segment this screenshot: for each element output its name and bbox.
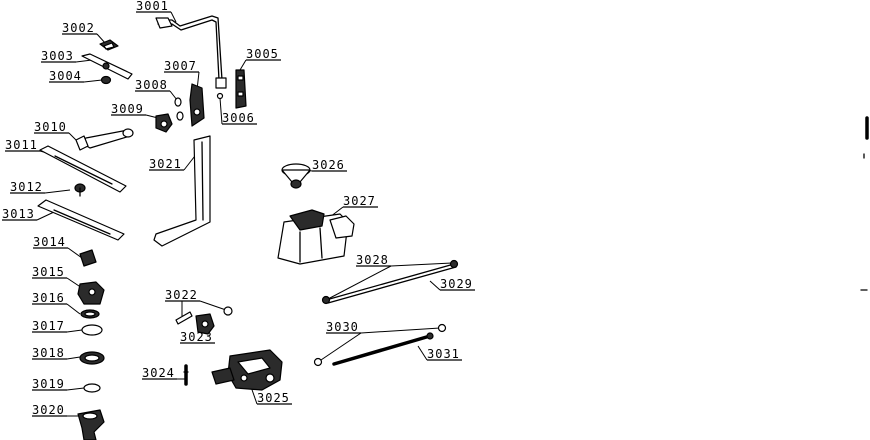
label-3022: 3022 [165, 288, 198, 302]
part-3012-hub [74, 183, 86, 197]
part-3019-ring [83, 383, 101, 393]
label-3003: 3003 [41, 49, 74, 63]
label-3015: 3015 [32, 265, 65, 279]
label-3008: 3008 [135, 78, 168, 92]
part-3010-support [75, 128, 134, 151]
label-3013: 3013 [2, 207, 35, 221]
part-3024-pin [183, 364, 189, 386]
parts [37, 15, 869, 440]
label-3029: 3029 [440, 277, 473, 291]
label-3021: 3021 [149, 157, 182, 171]
label-3018: 3018 [32, 346, 65, 360]
part-3008-rings [174, 97, 184, 121]
part-3002-clip [99, 39, 119, 51]
leader-lines [36, 11, 453, 417]
part-labels: 3001 3002 3003 3004 3005 3006 3007 3008 … [2, 0, 473, 417]
label-3001: 3001 [136, 0, 169, 13]
label-3031: 3031 [427, 347, 460, 361]
part-3020-filter [77, 409, 105, 440]
label-3020: 3020 [32, 403, 65, 417]
part-3005-bracket [235, 69, 247, 109]
label-3027: 3027 [343, 194, 376, 208]
label-3025: 3025 [257, 391, 290, 405]
label-3012: 3012 [10, 180, 43, 194]
part-3001-upper-tube [155, 15, 227, 89]
label-3019: 3019 [32, 377, 65, 391]
label-3014: 3014 [33, 235, 66, 249]
label-underlines [2, 11, 475, 417]
part-3011-middle-spray-arm [39, 145, 127, 193]
part-3027-sump [277, 209, 355, 265]
part-3021-tube [153, 135, 211, 247]
label-3011: 3011 [5, 138, 38, 152]
part-3028-3029-rod [321, 259, 459, 305]
part-3004-nut [100, 75, 112, 85]
label-3017: 3017 [32, 319, 65, 333]
part-3007-connector [189, 83, 205, 127]
part-3018-gasket [79, 351, 105, 365]
part-3006-ball [216, 92, 224, 100]
label-3007: 3007 [164, 59, 197, 73]
label-3006: 3006 [222, 111, 255, 125]
part-3022-pin [175, 306, 233, 325]
part-3014-clip [79, 249, 97, 267]
label-3016: 3016 [32, 291, 65, 305]
part-3013-lower-spray-arm [37, 199, 125, 241]
part-3016-seal [80, 309, 100, 319]
part-3023-valve [195, 313, 215, 335]
label-3002: 3002 [62, 21, 95, 35]
label-3005: 3005 [246, 47, 279, 61]
part-3030-3031-rod [313, 323, 447, 367]
label-3028: 3028 [356, 253, 389, 267]
part-3026-funnel [281, 163, 311, 189]
edge-marks [860, 116, 869, 291]
label-3009: 3009 [111, 102, 144, 116]
part-3015-housing [77, 281, 105, 305]
part-3025-pump [211, 349, 283, 391]
part-3017-ring [81, 324, 103, 336]
label-3024: 3024 [142, 366, 175, 380]
label-3026: 3026 [312, 158, 345, 172]
label-3010: 3010 [34, 120, 67, 134]
part-3009-valve [155, 113, 173, 133]
label-3030: 3030 [326, 320, 359, 334]
label-3004: 3004 [49, 69, 82, 83]
part-3003-upper-spray-arm [81, 53, 133, 80]
